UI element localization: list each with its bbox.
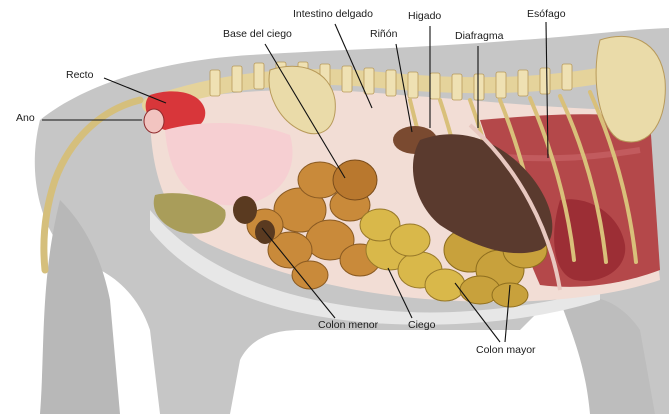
label-ciego: Ciego [408,320,435,331]
label-ano: Ano [16,113,35,124]
cecum-base [333,160,377,200]
label-base-del-ciego: Base del ciego [223,29,292,40]
label-intestino-delgado: Intestino delgado [293,9,373,20]
label-colon-menor: Colon menor [318,320,378,331]
label-rinon: Riñón [370,29,397,40]
anus [144,109,164,133]
label-higado: Higado [408,11,441,22]
label-esofago: Esófago [527,9,566,20]
label-diafragma: Diafragma [455,31,503,42]
scapula [596,36,665,142]
label-colon-mayor: Colon mayor [476,345,536,356]
label-recto: Recto [66,70,93,81]
